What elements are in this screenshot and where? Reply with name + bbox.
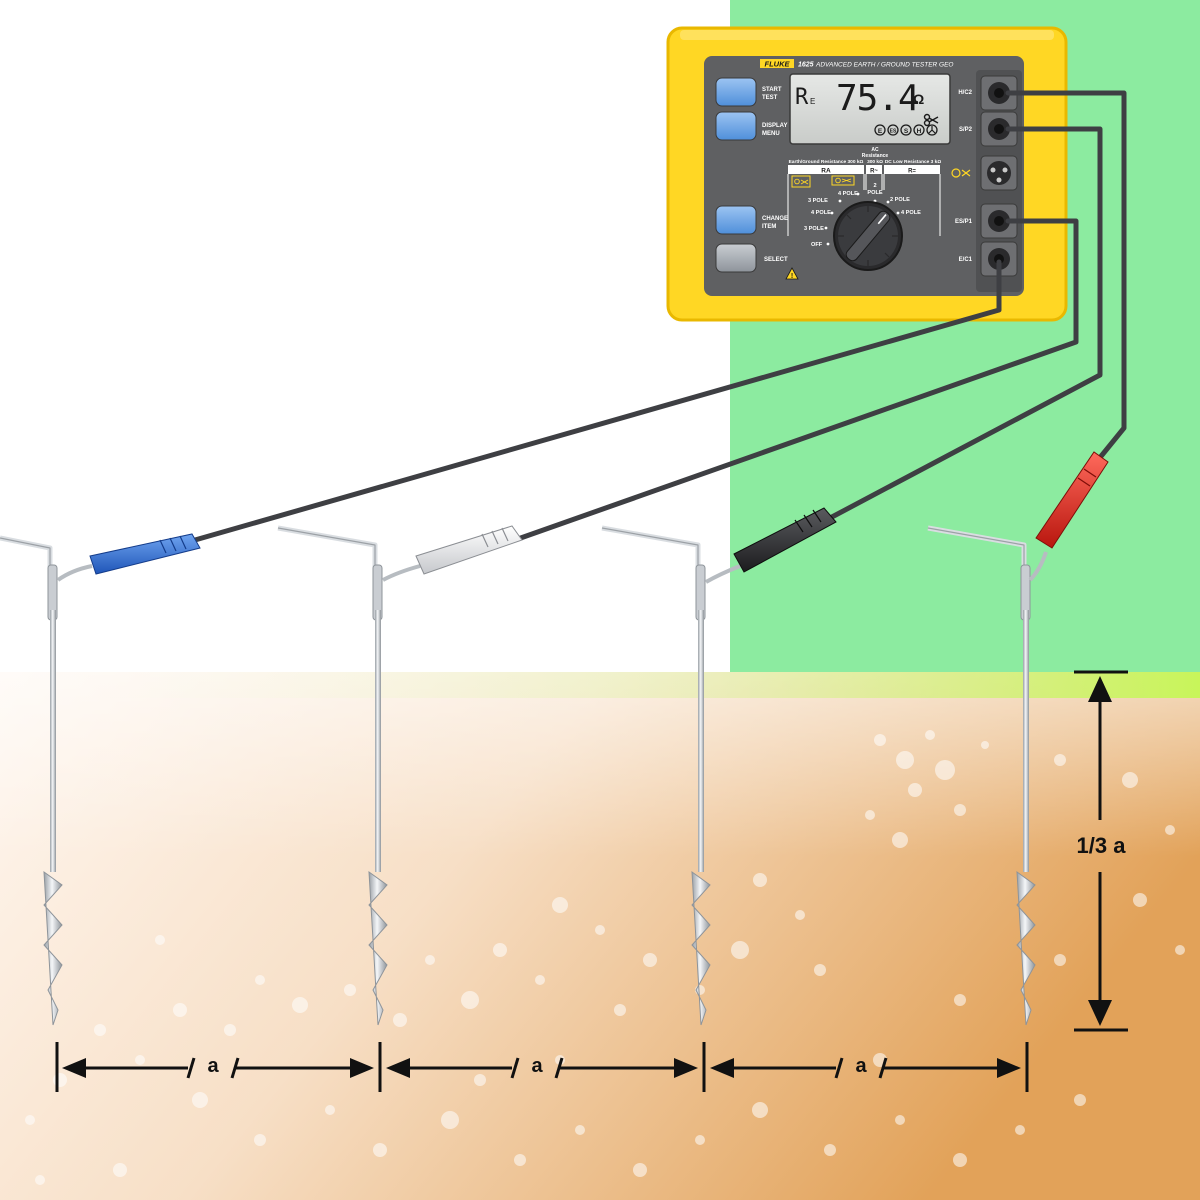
test-leads (192, 90, 1127, 543)
jack-h-c2[interactable] (980, 75, 1018, 111)
dial-header-dc: DC Low Resistance 3 kΩ (885, 159, 942, 165)
earth-ground-tester: FLUKE 1625 ADVANCED EARTH / GROUND TESTE… (666, 26, 1068, 322)
svg-text:OFF: OFF (811, 242, 823, 248)
ground-clamp-icon (926, 124, 938, 136)
svg-text:ES: ES (890, 129, 897, 135)
change-item-label-2: ITEM (762, 224, 776, 230)
start-test-label-2: TEST (762, 95, 778, 101)
spacing-label-2: a (531, 1055, 543, 1077)
lcd-unit: Ω (913, 91, 924, 107)
svg-text:H: H (917, 128, 922, 135)
lcd-resistance-subscript: E (810, 97, 815, 106)
svg-text:3 POLE: 3 POLE (804, 226, 824, 232)
dial-ra-label: RA (821, 168, 831, 175)
clamp-jack[interactable] (980, 155, 1018, 191)
ground-surface-band (0, 672, 1200, 698)
jack-s-p2-label: S/P2 (959, 127, 973, 133)
select-label: SELECT (764, 257, 788, 263)
lead-e-c1-blue (192, 259, 1002, 543)
change-item-button[interactable] (715, 205, 757, 235)
jack-es-p1-label: ES/P1 (955, 219, 973, 225)
lead-es-p1-white (512, 218, 1079, 543)
jack-e-c1-label: E/C1 (959, 257, 973, 263)
svg-text:E: E (878, 128, 883, 135)
dial-bracket-rac (865, 174, 883, 190)
fluke-logo (760, 59, 794, 68)
clamp-jack-icon (951, 168, 971, 178)
clip-blue (56, 533, 201, 582)
select-button[interactable] (715, 243, 757, 273)
model-number: 1625 (798, 62, 814, 69)
lcd-indicators: E ES S H (874, 124, 938, 136)
dial-position-dots (824, 192, 900, 246)
jack-e-c1[interactable] (980, 241, 1018, 277)
display-menu-button[interactable] (715, 111, 757, 141)
display-menu-label-2: MENU (762, 131, 780, 137)
clip-black (705, 507, 837, 584)
dial-mode-band-ra (788, 165, 864, 174)
soil-top-fade (0, 672, 1200, 1200)
jack-h-c2-label: H/C2 (958, 90, 972, 96)
earth-stake-3 (601, 525, 711, 1026)
svg-text:S: S (904, 128, 909, 135)
svg-text:!: ! (791, 273, 793, 280)
start-test-button[interactable] (715, 77, 757, 107)
depth-dimension (1074, 670, 1128, 1032)
dial-header-main: Earth/Ground Resistance 300 kΩ (789, 159, 864, 165)
jack-s-p2[interactable] (980, 111, 1018, 147)
earth-stake-2 (277, 525, 388, 1026)
svg-text:3 POLE: 3 POLE (808, 198, 828, 204)
spacing-label-1: a (207, 1055, 219, 1077)
indicator-s: S (900, 124, 912, 136)
rotary-selector-dial[interactable] (833, 201, 903, 271)
meter-subtitle: ADVANCED EARTH / GROUND TESTER GEO (815, 62, 953, 69)
lcd-reading-value: 75.4 (836, 78, 919, 119)
clamp-mode-icon-2 (831, 175, 855, 186)
clip-white (382, 525, 523, 582)
jack-es-p1[interactable] (980, 203, 1018, 239)
clip-red (1028, 451, 1109, 582)
dial-header-ac-2: Resistance (862, 153, 889, 159)
dial-mode-band-rac (866, 165, 882, 174)
start-test-label-1: START (762, 87, 782, 93)
dial-header-ac-1: AC (871, 147, 879, 153)
brand-name: FLUKE (765, 60, 791, 69)
warning-triangle-icon: ! (785, 267, 799, 280)
lcd-resistance-symbol: R (795, 85, 809, 110)
dial-positions-left: 4 POLE 3 POLE 4 POLE 3 POLE OFF (804, 191, 858, 248)
svg-text:2 POLE: 2 POLE (890, 197, 910, 203)
dial-bracket-ra (787, 174, 865, 236)
lead-h-c2-red (1005, 90, 1127, 463)
indicator-e: E (874, 124, 886, 136)
dial-rac-label: R~ (870, 169, 878, 175)
earth-stake-4 (927, 525, 1036, 1026)
dial-positions-right: 2 POLE 4 POLE (890, 197, 921, 216)
dial-positions-mid: 2 POLE (867, 183, 882, 196)
svg-text:4 POLE: 4 POLE (901, 210, 921, 216)
lcd-scissors-icon (923, 113, 939, 127)
indicator-h: H (913, 124, 925, 136)
svg-text:4 POLE: 4 POLE (838, 191, 858, 197)
change-item-label-1: CHANGE (762, 216, 788, 222)
depth-label: 1/3 a (1077, 833, 1127, 858)
indicator-es: ES (887, 124, 899, 136)
dial-rdc-label: R= (908, 169, 916, 175)
lead-s-p2-black (827, 126, 1103, 521)
spacing-dimensions (55, 1042, 1029, 1092)
dial-bracket-rdc (883, 174, 941, 236)
svg-text:2: 2 (873, 183, 876, 189)
dial-mode-band-rdc (884, 165, 940, 174)
display-menu-label-1: DISPLAY (762, 123, 787, 129)
svg-text:4 POLE: 4 POLE (811, 210, 831, 216)
earth-stake-1 (0, 535, 63, 1026)
svg-text:POLE: POLE (867, 190, 882, 196)
clamp-mode-icon-1 (791, 175, 811, 188)
holster-highlight (680, 30, 1054, 40)
dial-header-ac-3: 300 kΩ (867, 159, 883, 165)
soil-texture (25, 730, 1185, 1185)
spacing-label-3: a (855, 1055, 867, 1077)
